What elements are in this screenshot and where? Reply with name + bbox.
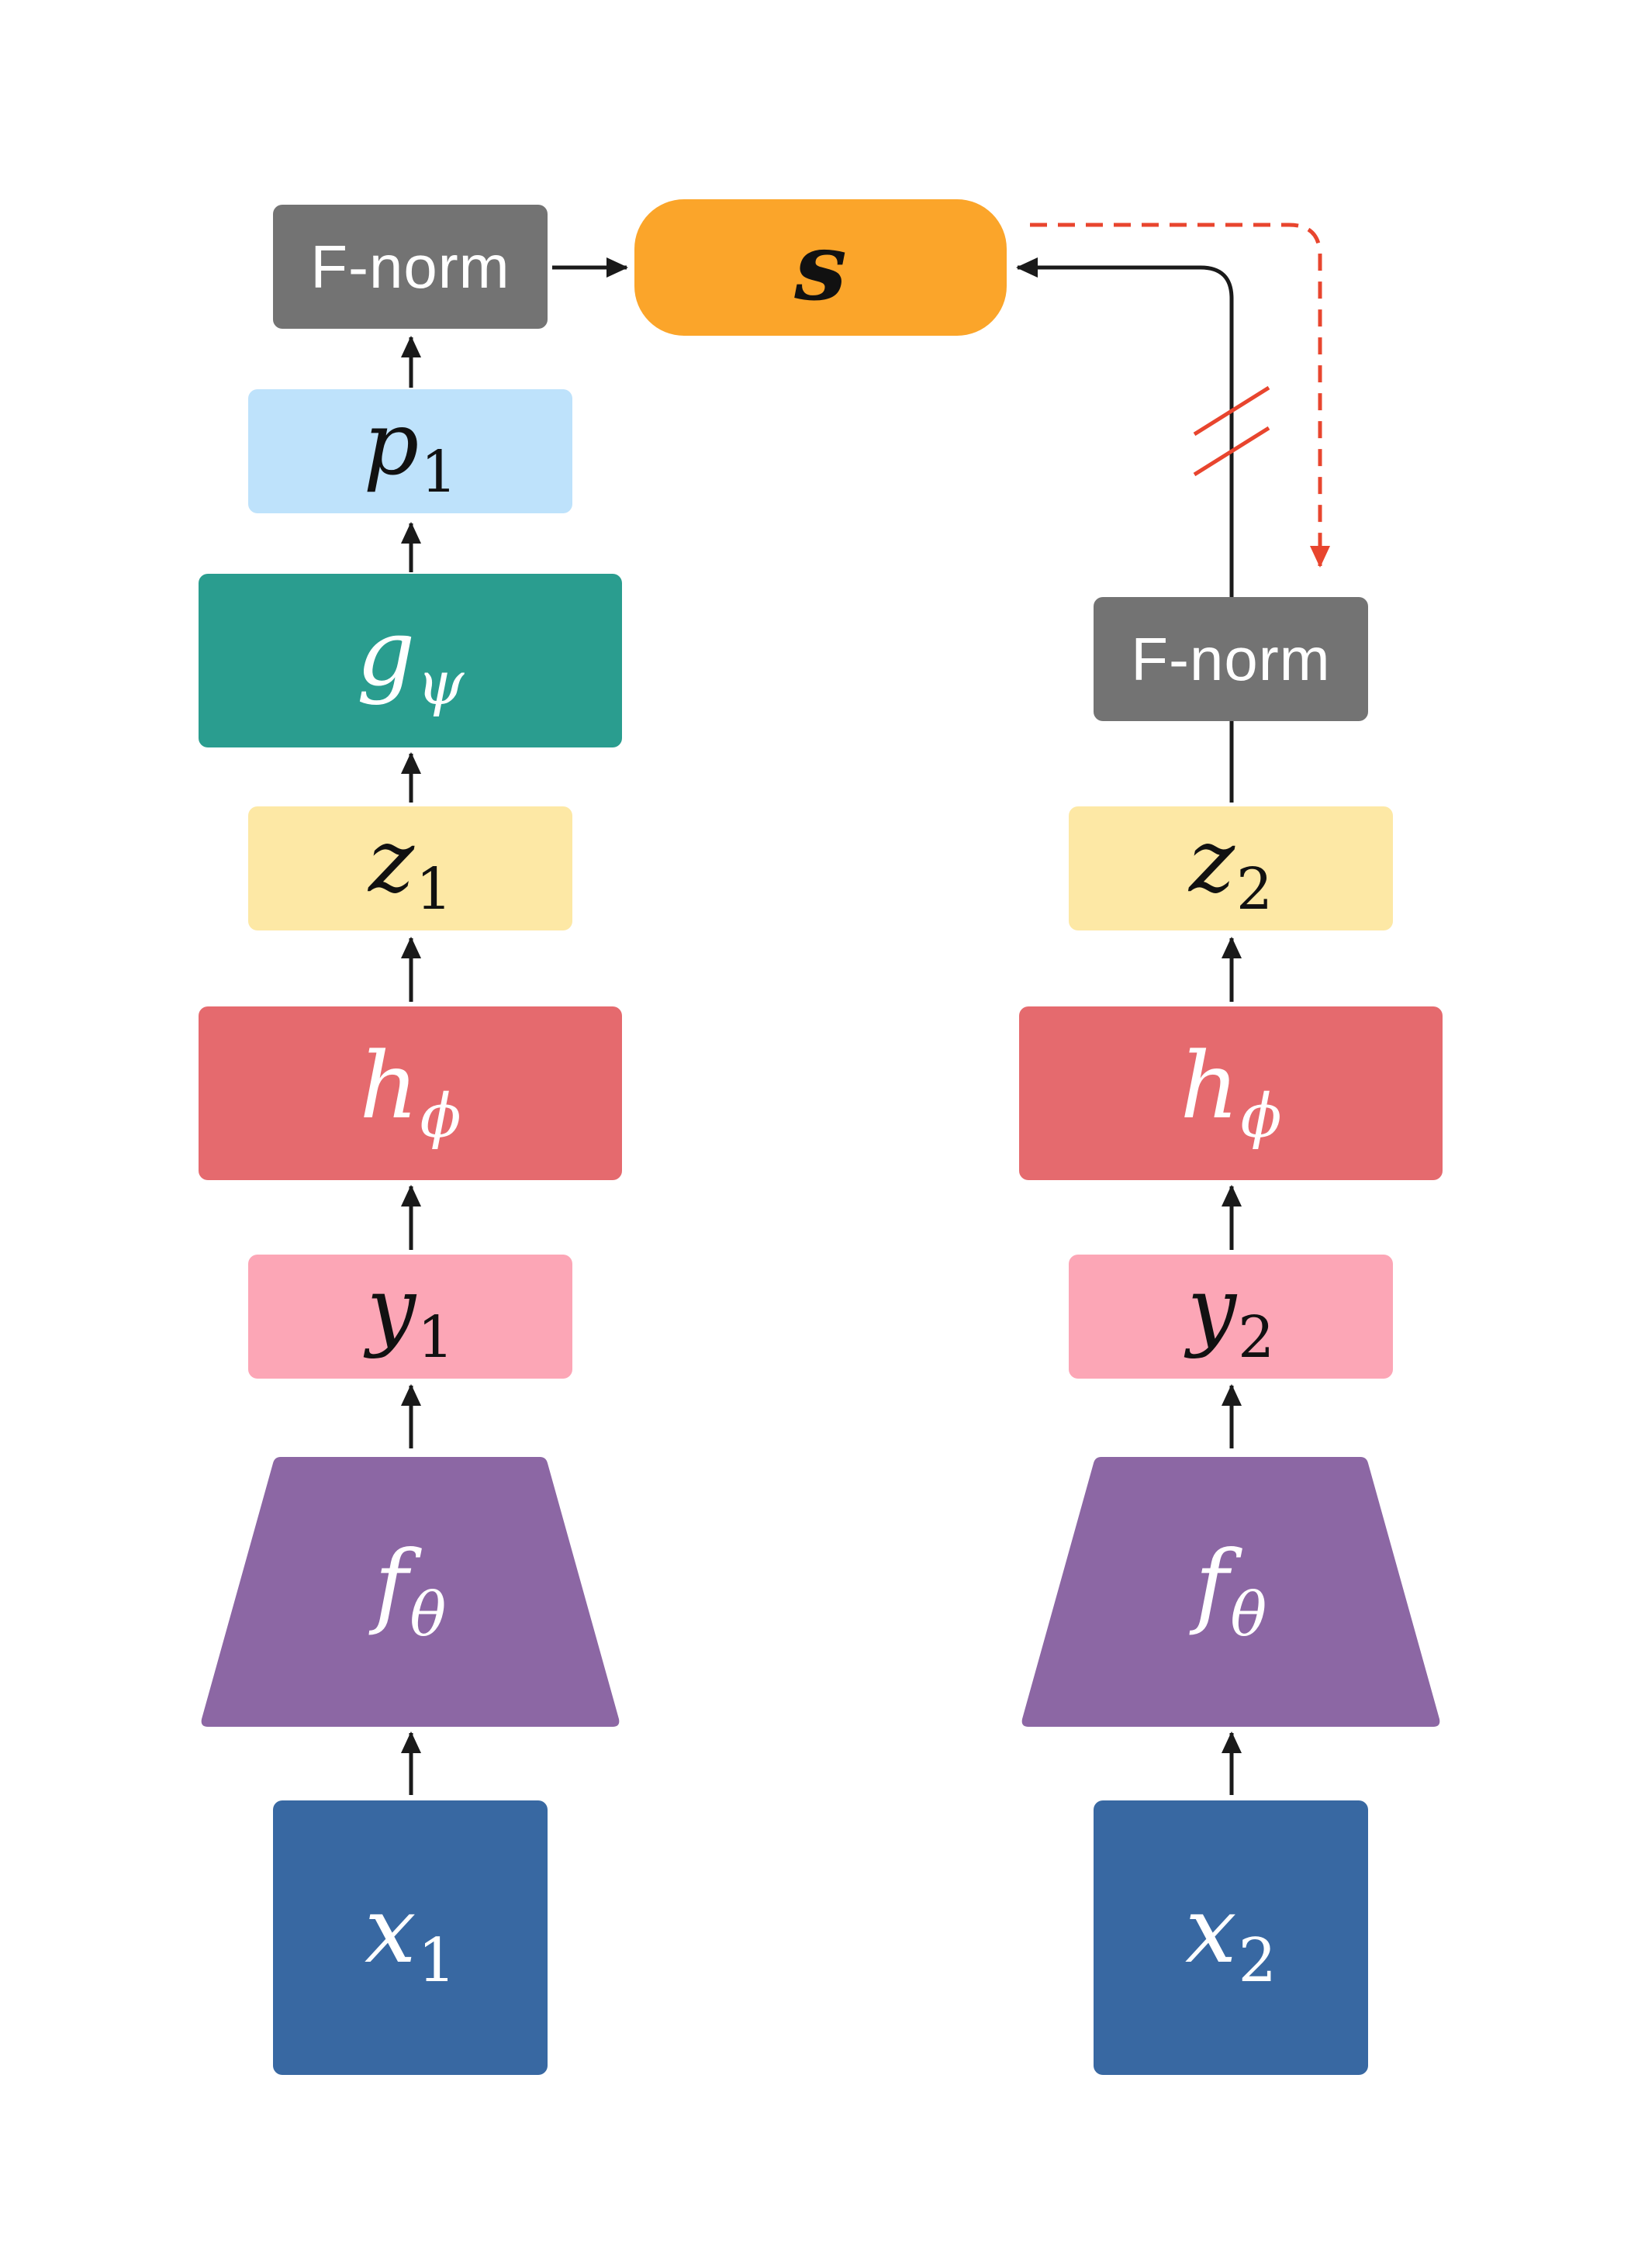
right-z2-box: z2 [1069,806,1393,930]
g-psi-label: gψ [356,599,465,719]
left-p1-box: p1 [248,389,572,513]
x2-label: x2 [1184,1876,1277,1996]
left-fnorm-label: F-norm [310,232,510,301]
left-h-phi-box: hϕ [199,1006,622,1180]
left-x1-box: x1 [273,1800,548,2075]
left-z1-box: z1 [248,806,572,930]
y1-label: y1 [366,1258,454,1372]
right-fnorm-label: F-norm [1131,624,1331,693]
f-theta-label-right: fθ [1194,1530,1267,1650]
z2-label: z2 [1188,810,1273,923]
stop-gradient-slash-1 [1193,385,1270,437]
right-encoder-trapezoid [1021,1457,1440,1727]
f-theta-label-left: fθ [374,1530,447,1650]
right-h-phi-box: hϕ [1019,1006,1443,1180]
s-symbol: s [794,212,847,322]
h-phi-label-right: hϕ [1180,1031,1282,1151]
stop-gradient-slash-2 [1193,426,1270,477]
right-y2-box: y2 [1069,1255,1393,1379]
z1-label: z1 [368,810,453,923]
left-encoder-trapezoid [201,1457,620,1727]
right-fnorm-box: F-norm [1094,597,1368,721]
left-g-psi-box: gψ [199,574,622,747]
dashed-gradient-arrow [1030,223,1330,568]
left-y1-box: y1 [248,1255,572,1379]
y2-label: y2 [1187,1258,1275,1372]
x1-label: x1 [364,1876,457,1996]
left-f-theta-encoder: fθ [199,1454,622,1730]
left-fnorm-box: F-norm [273,205,548,329]
right-x2-box: x2 [1094,1800,1368,2075]
p1-label: p1 [363,393,458,506]
h-phi-label-left: hϕ [359,1031,461,1151]
similarity-s-node: s [634,199,1007,336]
arrow-fnorm-to-s-right [1016,257,1234,597]
right-f-theta-encoder: fθ [1019,1454,1443,1730]
